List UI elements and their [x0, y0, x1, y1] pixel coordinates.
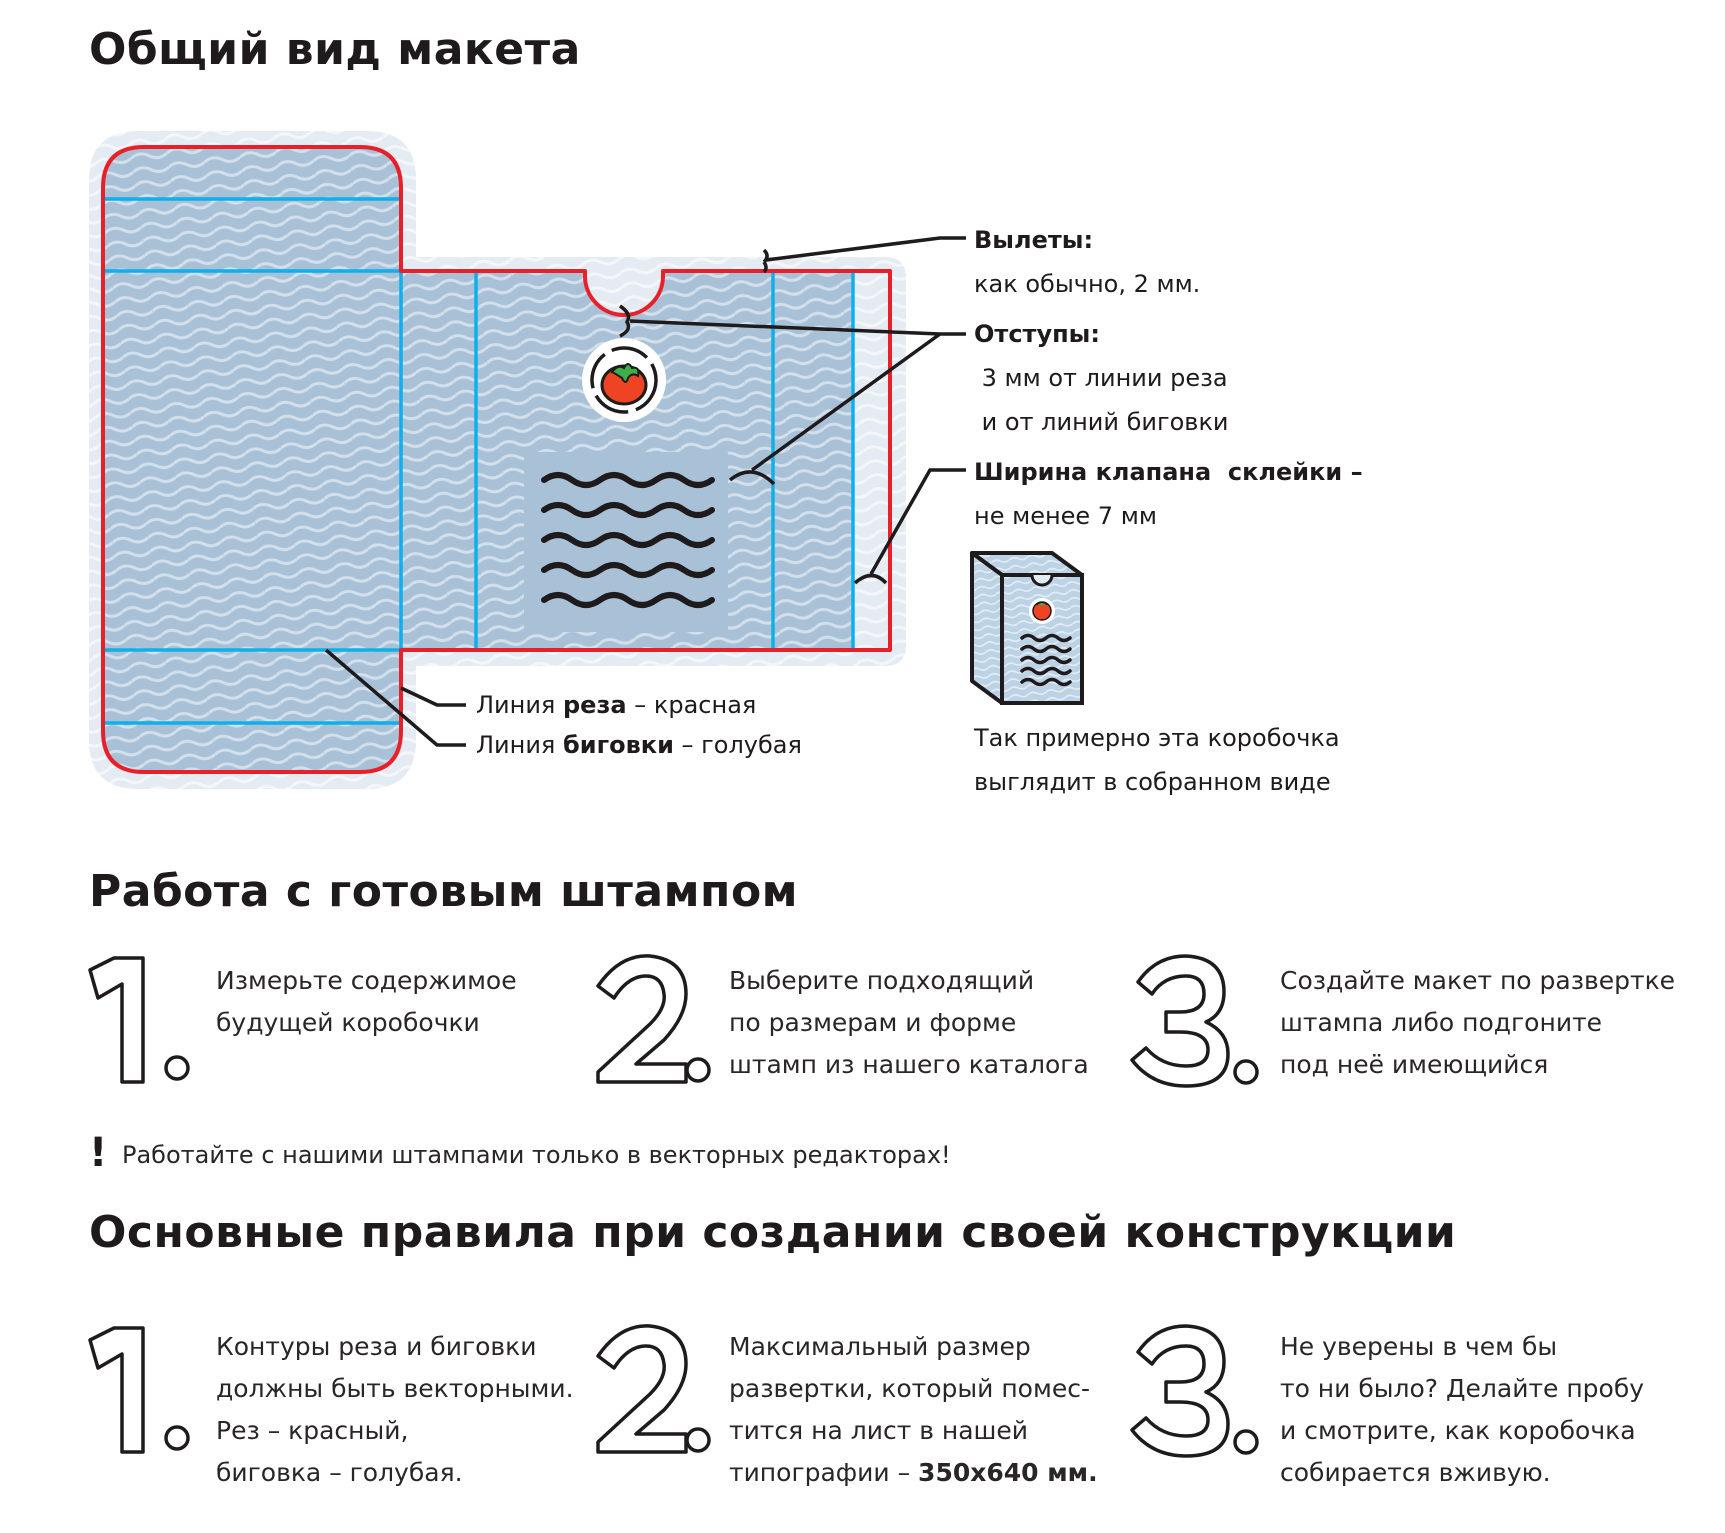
section-title-custom-rules: Основные правила при создании своей конс… [89, 1207, 1457, 1258]
annotation-glue-flap-title: Ширина клапана склейки – [974, 458, 1363, 486]
step-line: штампа либо подгоните [1280, 1008, 1603, 1037]
step-line: и смотрите, как коробочка [1280, 1416, 1636, 1445]
step-dot [164, 1055, 190, 1081]
leader-lines [324, 236, 966, 747]
step-line: Контуры реза и биговки [216, 1332, 537, 1361]
section3-step-numbers [88, 1324, 1259, 1458]
leader-margin-side [728, 332, 942, 486]
legend-fold-bold: биговки [563, 731, 674, 759]
annotation-margins: Отступы: 3 мм от линии реза и от линий б… [974, 312, 1229, 444]
legend-cut-suffix: – красная [626, 691, 757, 719]
annotation-bleed: Вылеты: как обычно, 2 мм. [974, 218, 1200, 306]
step-dot [1233, 1059, 1259, 1085]
step-number-2 [596, 1324, 688, 1454]
step-line: Максимальный размер [729, 1332, 1031, 1361]
section2-step-1-text: Измерьте содержимое будущей коробочки [216, 960, 517, 1044]
step-line: Измерьте содержимое [216, 966, 517, 995]
tomato-logo-icon [582, 338, 666, 422]
cut-line [101, 145, 892, 774]
step-line: то ни было? Делайте пробу [1280, 1374, 1645, 1403]
leader-cut [400, 686, 466, 707]
section3-step-2-text: Максимальный размер развертки, который п… [729, 1326, 1098, 1494]
leader-bleed [762, 236, 966, 274]
annotation-glue-flap: Ширина клапана склейки – не менее 7 мм [974, 450, 1363, 538]
step-line: Выберите подходящий [729, 966, 1035, 995]
legend-cut-bold: реза [563, 691, 627, 719]
step-line: будущей коробочки [216, 1008, 480, 1037]
warning-text: Работайте с нашими штампами только в век… [122, 1141, 951, 1169]
step-line: типографии – 350х640 мм. [729, 1452, 1098, 1494]
annotation-glue-flap-text: не менее 7 мм [974, 502, 1157, 530]
step-line: должны быть векторными. [216, 1374, 574, 1403]
section2-step-3-text: Создайте макет по развертке штампа либо … [1280, 960, 1675, 1086]
step-line: Создайте макет по развертке [1280, 966, 1676, 995]
annotation-margins-line2: и от линий биговки [974, 408, 1229, 436]
assembled-caption-line2: выглядит в собранном виде [974, 768, 1331, 796]
step-number-2 [596, 954, 688, 1084]
leader-fold [324, 648, 466, 747]
step-number-1 [88, 956, 145, 1084]
legend-fold-suffix: – голубая [673, 731, 802, 759]
annotation-bleed-title: Вылеты: [974, 226, 1094, 254]
warning-icon: ! [89, 1130, 108, 1176]
step-dot [685, 1427, 711, 1453]
dieline-diagram [89, 131, 1084, 789]
annotation-bleed-text: как обычно, 2 мм. [974, 270, 1201, 298]
step-number-1 [88, 1326, 145, 1454]
section2-step-2-text: Выберите подходящий по размерам и форме … [729, 960, 1089, 1086]
section2-step-numbers [88, 954, 1259, 1088]
step-line: штамп из нашего каталога [729, 1050, 1089, 1079]
step-line: биговка – голубая. [216, 1458, 463, 1487]
step-line: под неё имеющийся [1280, 1050, 1549, 1079]
step-dot [164, 1425, 190, 1451]
assembled-caption: Так примерно эта коробочка выглядит в со… [974, 716, 1340, 804]
step-line: собирается вживую. [1280, 1458, 1551, 1487]
step-dot [1233, 1429, 1259, 1455]
step-line-prefix: типографии – [729, 1458, 919, 1487]
box-3d-icon [970, 551, 1084, 705]
step-line: Не уверены в чем бы [1280, 1332, 1558, 1361]
legend-fold-line: Линия биговки – голубая [476, 723, 802, 767]
legend-fold-prefix: Линия [476, 731, 563, 759]
fold-lines [105, 197, 855, 725]
wavy-lines-icon [524, 452, 728, 632]
step-line: развертки, который помес- [729, 1374, 1090, 1403]
step-line: по размерам и форме [729, 1008, 1017, 1037]
legend-cut-line: Линия реза – красная [476, 683, 756, 727]
legend-cut-prefix: Линия [476, 691, 563, 719]
section-title-ready-stamp: Работа с готовым штампом [89, 866, 799, 917]
leader-glue-flap [853, 468, 966, 585]
annotation-margins-title: Отступы: [974, 320, 1100, 348]
annotation-margins-line1: 3 мм от линии реза [974, 364, 1228, 392]
assembled-caption-line1: Так примерно эта коробочка [974, 724, 1340, 752]
step-dot [685, 1057, 711, 1083]
step-line: Рез – красный, [216, 1416, 409, 1445]
step-number-3 [1130, 954, 1230, 1088]
step-line: тится на лист в нашей [729, 1416, 1029, 1445]
section3-step-3-text: Не уверены в чем бы то ни было? Делайте … [1280, 1326, 1644, 1494]
step-number-3 [1130, 1324, 1230, 1458]
max-sheet-size: 350х640 мм. [918, 1458, 1098, 1487]
section3-step-1-text: Контуры реза и биговки должны быть векто… [216, 1326, 574, 1494]
section-title-layout-overview: Общий вид макета [89, 24, 581, 75]
